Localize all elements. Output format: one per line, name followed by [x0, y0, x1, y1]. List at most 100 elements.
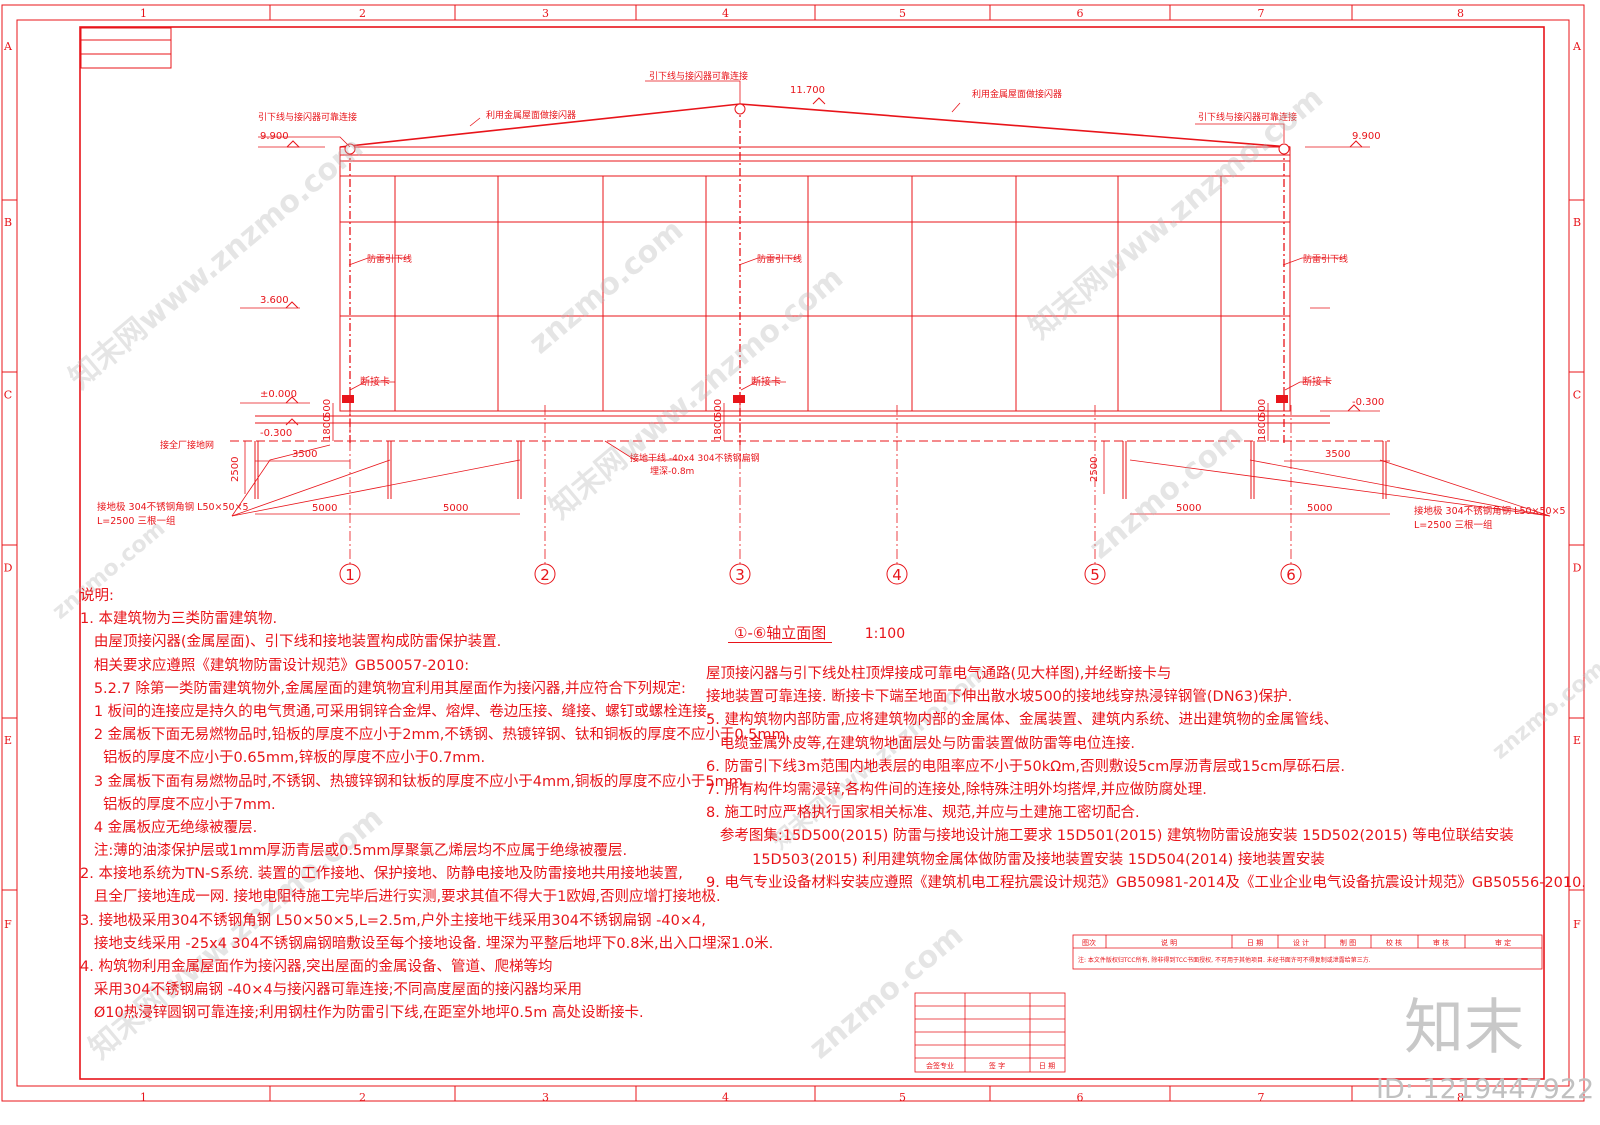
note-line: 1. 本建筑物为三类防雷建筑物.: [80, 611, 278, 628]
axis-label: 4: [892, 566, 902, 584]
label-break-1: 断接卡: [360, 375, 390, 388]
note-line: 4 金属板应无绝缘被覆层.: [80, 819, 258, 836]
note-line: 且全厂接地连成一网. 接地电阻待施工完毕后进行实测,要求其值不得大于1欧姆,否则…: [80, 889, 721, 906]
watermark-text: znzmo.com: [1083, 418, 1250, 566]
note-line: 电缆金属外皮等,在建筑物地面层处与防雷装置做防雷等电位连接.: [706, 735, 1136, 752]
note-line: 6. 防雷引下线3m范围内地表层的电阻率应不小于50kΩm,否则敷设5cm厚沥青…: [706, 758, 1345, 775]
dim-500-3: 500: [1257, 399, 1268, 418]
note-line: 4. 构筑物利用金属屋面作为接闪器,突出屋面的金属设备、管道、爬梯等均: [80, 959, 553, 975]
dim-5000-b: 5000: [443, 503, 468, 514]
revision-header: 校 核: [1386, 938, 1402, 947]
grid-row-label: B: [1573, 216, 1581, 229]
grid-col-label: 8: [1457, 7, 1464, 20]
axis-bubble: [886, 563, 908, 585]
note-line: 8. 施工时应严格执行国家相关标准、规范,并应与土建施工密切配合.: [706, 805, 1140, 822]
dim-5000-c: 5000: [1176, 503, 1201, 514]
note-line: 接地装置可靠连接. 断接卡下端至地面下伸出散水坡500的接地线穿热浸锌钢管(DN…: [706, 689, 1293, 706]
label-trunk: 接地干线 -40x4 304不锈钢扁钢: [630, 452, 760, 464]
drawing-title-block: ①-⑥轴立面图 1:100: [728, 622, 905, 643]
outer-frame: [1, 4, 1585, 1102]
label-electrode-right: 接地极 304不锈钢角钢 L50×50×5: [1414, 505, 1566, 517]
note-line: 由屋顶接闪器(金属屋面)、引下线和接地装置构成防雷保护装置.: [80, 634, 502, 651]
grid-row-label: D: [4, 562, 13, 575]
dim-500-2: 500: [713, 399, 724, 418]
watermark-brand: 知末: [1404, 993, 1524, 1063]
notes-left: 说明:1. 本建筑物为三类防雷建筑物. 由屋顶接闪器(金属屋面)、引下线和接地装…: [80, 585, 790, 1026]
axis-label: 6: [1286, 566, 1296, 584]
revision-header: 设 计: [1293, 938, 1309, 947]
grid-col-label: 5: [899, 7, 906, 20]
label-depth: 埋深-0.8m: [650, 466, 694, 477]
grid-col-label: 3: [542, 7, 549, 20]
watermark-text: znzmo.com: [803, 918, 970, 1066]
label-plant-grid: 接全厂接地网: [160, 439, 214, 451]
drawing-scale: 1:100: [864, 626, 906, 642]
label-electrode-left: 接地极 304不锈钢角钢 L50×50×5: [97, 501, 249, 513]
axis-label: 3: [735, 566, 745, 584]
elev-eave-left: 9.900: [260, 131, 289, 142]
dim-5000-d: 5000: [1307, 503, 1332, 514]
note-line: 相关要求应遵照《建筑物防雷设计规范》GB50057-2010:: [80, 657, 470, 674]
grid-col-label: 4: [722, 1091, 729, 1104]
watermark-id: ID: 1219447922: [1376, 1074, 1594, 1105]
note-line: 1 板间的连接应是持久的电气贯通,可采用铜锌合金焊、熔焊、卷边压接、缝接、螺钉或…: [80, 703, 712, 720]
note-line: 2 金属板下面无易燃物品时,铅板的厚度不应小于2mm,不锈钢、热镀锌钢、钛和铜板…: [80, 727, 791, 744]
note-line: 5.2.7 除第一类防雷建筑物外,金属屋面的建筑物宜利用其屋面作为接闪器,并应符…: [80, 680, 686, 697]
grid-col-label: 6: [1077, 7, 1084, 20]
note-line: 铝板的厚度不应小于0.65mm,锌板的厚度不应小于0.7mm.: [80, 750, 486, 767]
grid-col-label: 1: [140, 7, 147, 20]
dim-1800-2: 1800: [713, 416, 724, 441]
grid-col-label: 3: [542, 1091, 549, 1104]
dim-2500-left: 2500: [230, 457, 241, 482]
building-outline: [339, 146, 1291, 412]
corner-stamp: [80, 27, 172, 69]
axis-bubble: [1280, 563, 1302, 585]
label-roof-left: 利用金属屋面做接闪器: [486, 109, 576, 121]
grid-row-label: F: [4, 918, 12, 931]
elev-outdoor-left: -0.300: [260, 428, 292, 439]
label-top-connect: 引下线与接闪器可靠连接: [649, 70, 748, 82]
grid-row-label: D: [1573, 562, 1582, 575]
dim-3500-right: 3500: [1325, 449, 1350, 460]
note-line: Ø10热浸锌圆钢可靠连接;利用钢柱作为防雷引下线,在距室外地坪0.5m 高处设断…: [80, 1005, 644, 1022]
note-line: 3. 接地极采用304不锈钢角钢 L50×50×5,L=2.5m,户外主接地干线…: [80, 912, 706, 929]
label-roof-right: 利用金属屋面做接闪器: [972, 88, 1062, 100]
grid-row-label: C: [1573, 389, 1581, 402]
axis-bubble: [1084, 563, 1106, 585]
grid-col-label: 2: [359, 7, 366, 20]
label-down-1: 防雷引下线: [367, 253, 412, 265]
grid-col-label: 4: [722, 7, 729, 20]
label-electrode-right-2: L=2500 三根一组: [1414, 519, 1493, 531]
revision-header: 图次: [1082, 938, 1096, 947]
grid-col-label: 8: [1457, 1091, 1464, 1104]
elev-mid: 3.600: [260, 295, 289, 306]
elev-ground: ±0.000: [260, 389, 297, 400]
note-line: 9. 电气专业设备材料安装应遵照《建筑机电工程抗震设计规范》GB50981-20…: [706, 874, 1586, 891]
note-line: 15D503(2015) 利用建筑物金属体做防雷及接地装置安装 15D504(2…: [706, 851, 1325, 868]
dim-3500-left: 3500: [292, 449, 317, 460]
revision-header: 制 图: [1340, 938, 1356, 947]
break-card-1: [342, 395, 354, 403]
dim-1800-3: 1800: [1257, 416, 1268, 441]
drawing-border: [79, 26, 1545, 1080]
revision-header: 日 期: [1247, 939, 1263, 947]
note-line: 7. 所有构件均需浸锌,各构件间的连接处,除特殊注明外均搭焊,并应做防腐处理.: [706, 781, 1207, 798]
drawing-title: ①-⑥轴立面图: [728, 624, 833, 643]
note-line: 注:薄的油漆保护层或1mm厚沥青层或0.5mm厚聚氯乙烯层均不应属于绝缘被覆层.: [80, 843, 628, 860]
break-card-2: [733, 395, 745, 403]
note-line: 接地支线采用 -25x4 304不锈钢扁钢暗敷设至每个接地设备. 埋深为平整后地…: [80, 935, 774, 952]
sign-header: 日 期: [1039, 1062, 1055, 1070]
grid-col-label: 1: [140, 1091, 147, 1104]
axis-bubble: [729, 563, 751, 585]
dim-500-1: 500: [322, 399, 333, 418]
note-line: 5. 建构筑物内部防雷,应将建筑物内部的金属体、金属装置、建筑内系统、进出建筑物…: [706, 712, 1339, 729]
watermark-text: znzmo.com: [523, 213, 690, 361]
label-break-3: 断接卡: [1302, 375, 1332, 388]
revision-header: 审 定: [1495, 938, 1511, 947]
grid-col-label: 7: [1258, 7, 1265, 20]
note-line: 铝板的厚度不应小于7mm.: [80, 796, 276, 813]
revision-header: 说 明: [1161, 938, 1177, 947]
revision-header: 审 核: [1433, 938, 1449, 947]
note-line: 采用304不锈钢扁钢 -40×4与接闪器可靠连接;不同高度屋面的接闪器均采用: [80, 982, 583, 999]
